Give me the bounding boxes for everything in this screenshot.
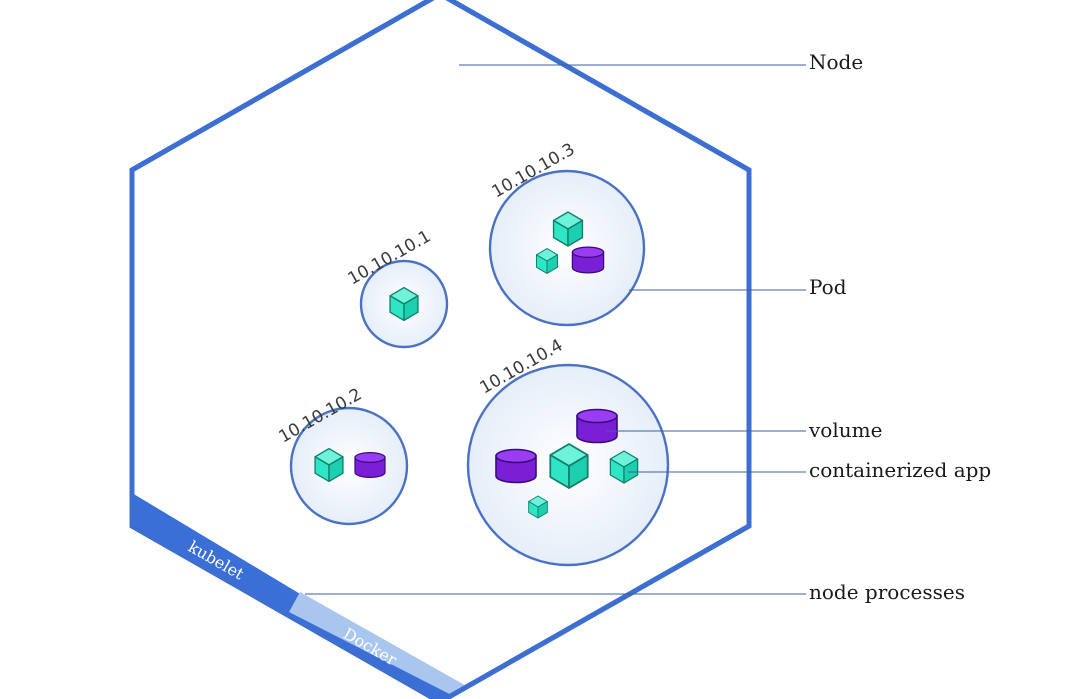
cylinder-icon <box>576 408 618 444</box>
labels: Node Pod volume containerized app node p… <box>808 50 991 604</box>
cylinder-icon <box>571 246 605 274</box>
containerized-app-label: containerized app <box>809 458 991 482</box>
volume-label: volume <box>808 418 882 442</box>
docker-band <box>289 592 500 699</box>
leader-lines <box>305 64 806 595</box>
cylinder-icon <box>495 448 537 484</box>
cylinder-icon <box>354 452 386 478</box>
node-label: Node <box>809 50 863 74</box>
node-processes-label: node processes <box>809 580 965 604</box>
node-processes-band <box>132 493 500 699</box>
pod-label: Pod <box>809 275 847 299</box>
